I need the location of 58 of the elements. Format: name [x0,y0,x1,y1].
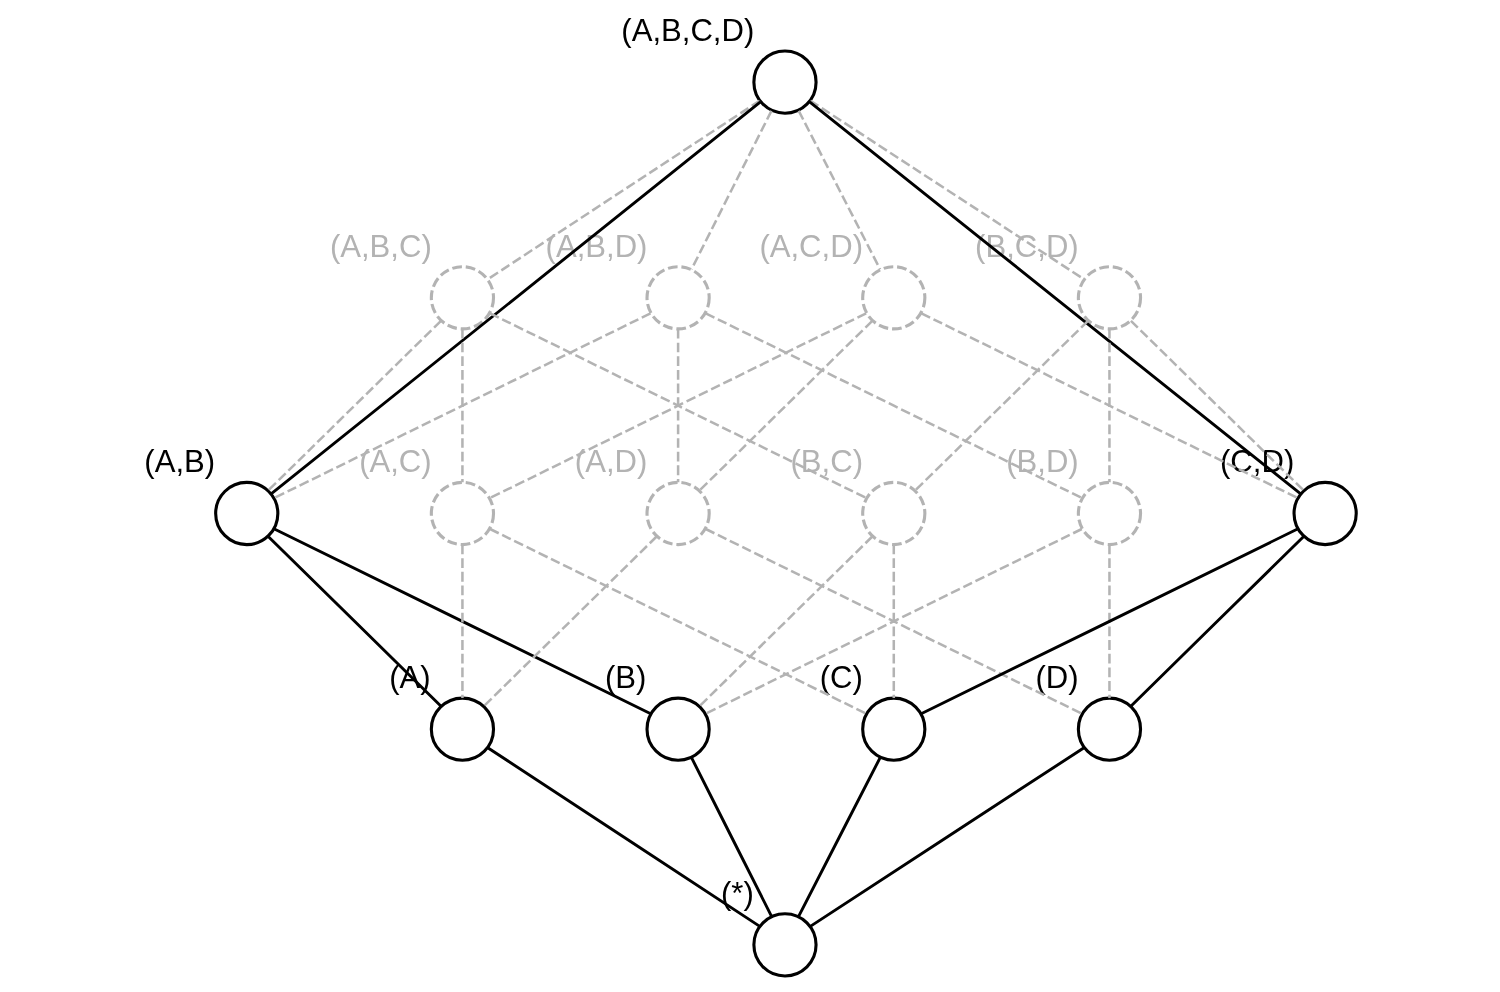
connector [489,527,867,715]
node-label: (B) [604,659,647,695]
connector [273,312,652,500]
connector [461,544,464,698]
node-circle [752,49,818,115]
connector [486,746,761,928]
node-circle [645,265,711,331]
node-circle [861,696,927,762]
connector [690,110,773,270]
connector [1130,319,1305,492]
connector [705,312,1083,500]
node-label: (A,B,C,D) [621,12,755,48]
connector [698,319,874,492]
connector [809,99,1085,281]
node-label: (A,C) [359,444,432,480]
connector [914,319,1089,492]
connector [270,100,762,495]
node-circle [1076,265,1143,331]
node-label: (A,D) [574,444,648,480]
node-circle [214,480,280,547]
node-circle [861,265,927,331]
connector [797,110,882,270]
connector [267,319,442,492]
node-circle [752,912,818,978]
connector [1108,329,1111,483]
connector [267,535,443,708]
connector [920,527,1299,716]
node-circle [861,480,927,547]
node-circle [429,480,496,547]
node-circle [429,696,496,762]
node-label: (A,C,D) [759,228,863,264]
node-circle [1076,480,1143,547]
connector [809,746,1085,928]
node-circle [1292,480,1358,547]
node-circle [645,696,711,762]
connector [489,312,867,500]
connector [1129,535,1305,708]
node-label: (A,B) [144,444,216,480]
node-label: (A,B,C) [329,228,432,264]
connector [1108,544,1111,698]
connector [698,535,874,708]
node-label: (B,C) [790,444,864,480]
node-circle [645,480,711,547]
connector [797,757,882,917]
node-label: (C) [819,659,863,695]
node-label: (B,D) [1006,444,1079,480]
connector [482,535,658,708]
connector [690,757,773,917]
connector [920,312,1299,500]
connector [273,527,652,716]
node-circle [429,265,496,331]
node-label: (*) [720,875,754,911]
connector [676,329,680,483]
connector [461,329,464,483]
node-label: (D) [1035,659,1079,695]
connector [892,544,896,698]
node-circle [1076,696,1143,762]
connector [808,100,1302,495]
